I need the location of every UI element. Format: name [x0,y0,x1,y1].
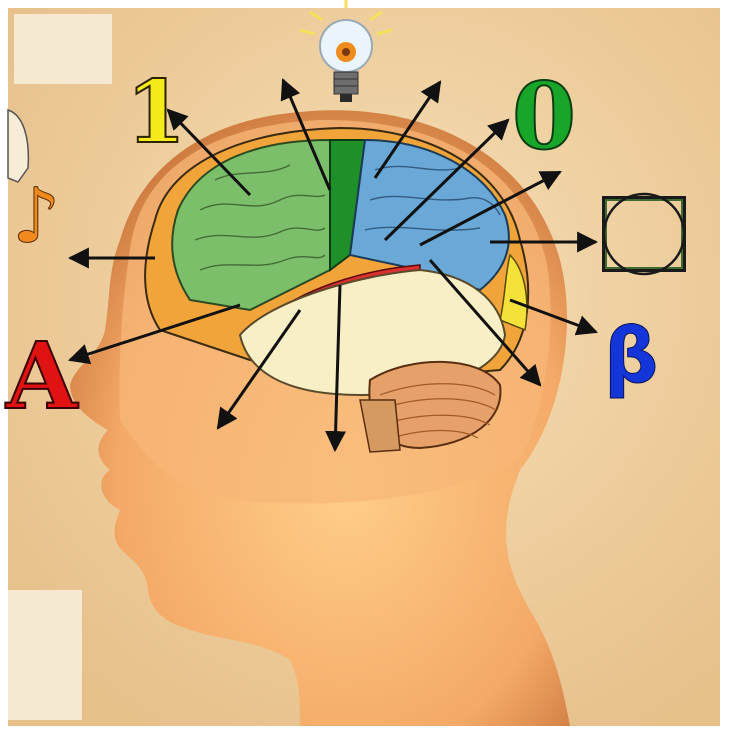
number-one-symbol: 1 [126,70,186,156]
blank-label-box-top [14,14,112,84]
music-note-icon: ♪ [12,178,61,254]
beta-symbol: β [604,318,658,394]
blank-label-box-bottom [8,590,82,720]
letter-a-symbol: A [6,330,77,422]
number-zero-symbol: 0 [512,70,576,162]
